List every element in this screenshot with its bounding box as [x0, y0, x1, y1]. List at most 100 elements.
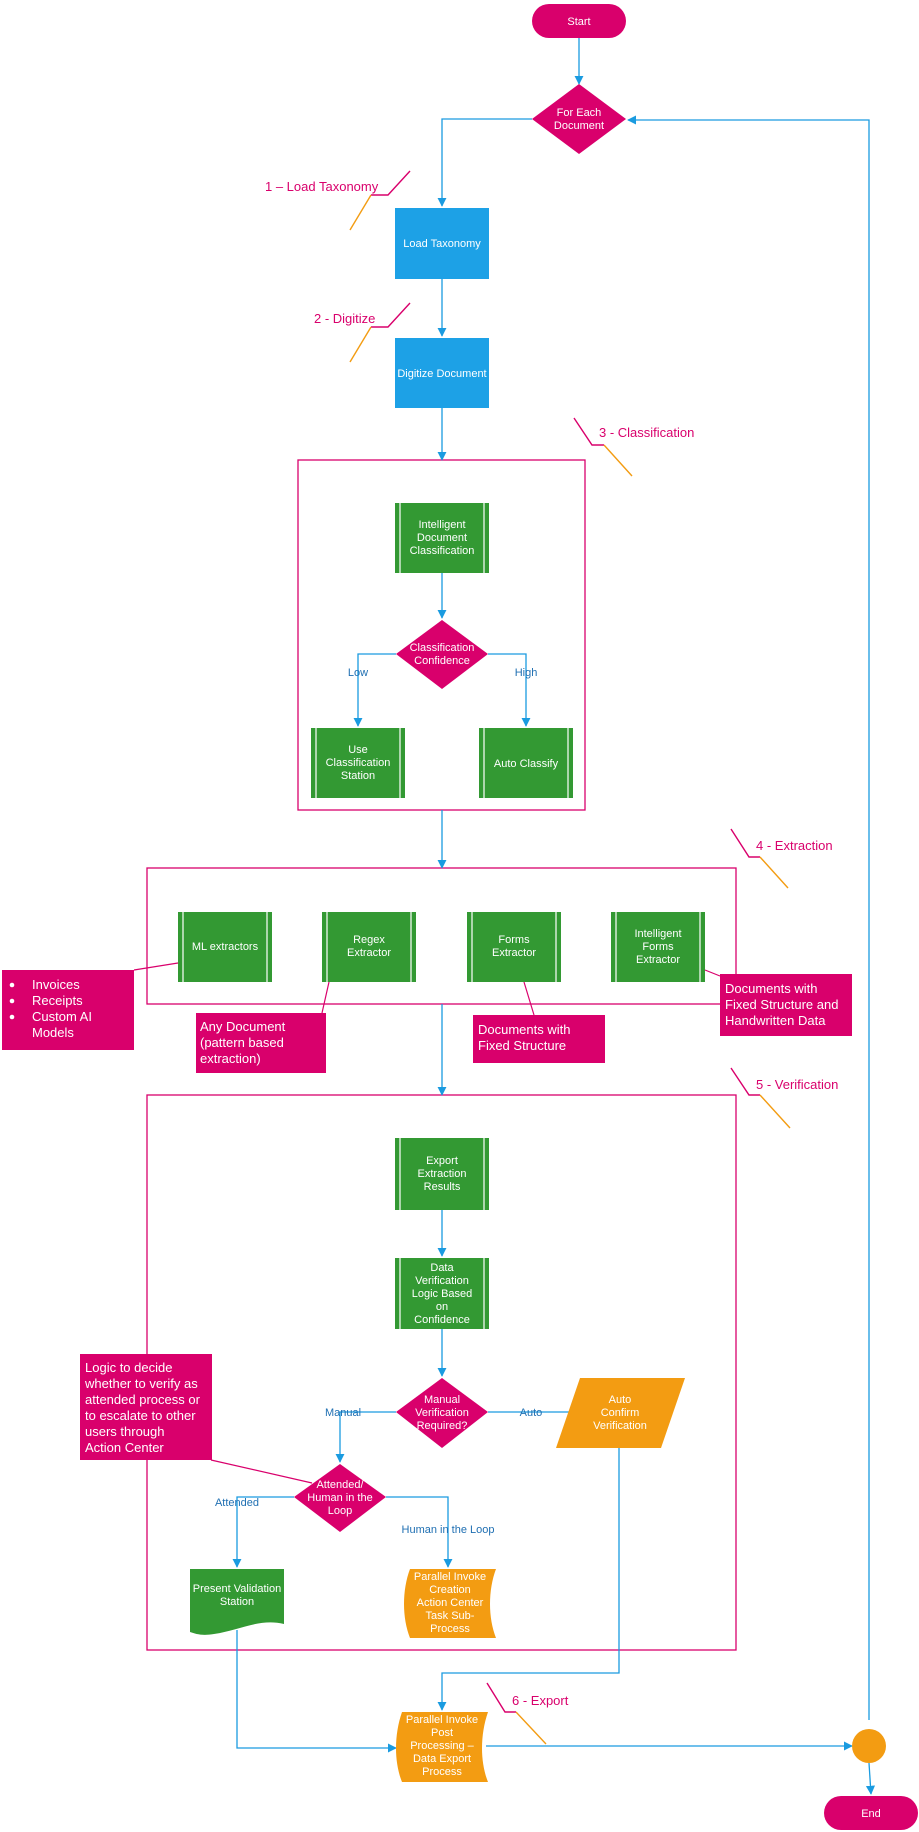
edge-label-auto: Auto	[520, 1407, 543, 1419]
attended-or-hitl-decision[interactable]: Attended/ Human in the Loop	[294, 1464, 386, 1532]
start-node[interactable]: Start	[532, 4, 626, 38]
logic-note-line-2: whether to verify as	[84, 1376, 198, 1391]
logic-note-line-6: Action Center	[85, 1440, 164, 1455]
creation-line-4: Task Sub-	[426, 1610, 475, 1622]
attended-q-line-1: Attended/	[316, 1479, 364, 1491]
intelligent-forms-extractor-node[interactable]: Intelligent Forms Extractor	[611, 912, 705, 982]
intelligent-forms-note: Documents with Fixed Structure and Handw…	[704, 969, 852, 1036]
verification-logic-note: Logic to decide whether to verify as att…	[80, 1354, 313, 1484]
manual-q-line-2: Verification	[415, 1407, 469, 1419]
post-line-5: Process	[422, 1766, 462, 1778]
step-callout-4: 4 - Extraction	[730, 828, 833, 889]
for-each-line-1: For Each	[557, 107, 602, 119]
auto-confirm-line-3: Verification	[593, 1420, 647, 1432]
attended-q-line-2: Human in the	[307, 1492, 372, 1504]
step-5-label: 5 - Verification	[756, 1077, 838, 1092]
use-station-line-3: Station	[341, 770, 375, 782]
edge-label-hitl: Human in the Loop	[402, 1524, 495, 1536]
step-callout-1: 1 – Load Taxonomy	[265, 170, 411, 231]
ml-note-item-2: Receipts	[32, 993, 83, 1008]
export-results-line-1: Export	[426, 1155, 458, 1167]
logic-note-line-1: Logic to decide	[85, 1360, 172, 1375]
regex-line-2: Extractor	[347, 947, 391, 959]
iforms-line-2: Forms	[642, 941, 674, 953]
use-classification-station-node[interactable]: Use Classification Station	[311, 728, 405, 798]
attended-q-line-3: Loop	[328, 1505, 352, 1517]
export-extraction-results-node[interactable]: Export Extraction Results	[395, 1138, 489, 1210]
regex-note-line-3: extraction)	[200, 1051, 261, 1066]
class-conf-line-1: Classification	[410, 642, 475, 654]
edge-label-low: Low	[348, 667, 368, 679]
for-each-line-2: Document	[554, 120, 604, 132]
parallel-invoke-creation-node[interactable]: Parallel Invoke Creation Action Center T…	[404, 1569, 496, 1638]
regex-line-1: Regex	[353, 934, 385, 946]
iforms-note-line-3: Handwritten Data	[725, 1013, 826, 1028]
intelligent-document-classification-node[interactable]: Intelligent Document Classification	[395, 503, 489, 573]
idc-line-2: Document	[417, 532, 467, 544]
dv-line-2: Verification	[415, 1275, 469, 1287]
idc-line-3: Classification	[410, 545, 475, 557]
digitize-label: Digitize Document	[397, 368, 486, 380]
parallel-invoke-post-processing-node[interactable]: Parallel Invoke Post Processing – Data E…	[396, 1712, 488, 1782]
auto-confirm-line-1: Auto	[609, 1394, 632, 1406]
forms-line-2: Extractor	[492, 947, 536, 959]
for-each-document-decision[interactable]: For Each Document	[532, 84, 626, 154]
load-taxonomy-node[interactable]: Load Taxonomy	[395, 208, 489, 279]
ml-note-item-1: Invoices	[32, 977, 80, 992]
edge-label-attended: Attended	[215, 1497, 259, 1509]
dv-line-1: Data	[430, 1262, 454, 1274]
step-callout-3: 3 - Classification	[573, 417, 694, 477]
regex-extractor-node[interactable]: Regex Extractor	[322, 912, 416, 982]
start-label: Start	[567, 16, 590, 28]
forms-note-line-2: Fixed Structure	[478, 1038, 566, 1053]
auto-confirm-line-2: Confirm	[601, 1407, 640, 1419]
auto-confirm-verification-node[interactable]: Auto Confirm Verification	[556, 1378, 685, 1448]
present-station-line-1: Present Validation	[193, 1583, 281, 1595]
post-line-2: Post	[431, 1727, 453, 1739]
step-3-label: 3 - Classification	[599, 425, 694, 440]
merge-connector[interactable]	[852, 1729, 886, 1763]
ml-extractors-note: Invoices Receipts Custom AI Models	[2, 962, 179, 1050]
forms-line-1: Forms	[498, 934, 530, 946]
end-label: End	[861, 1808, 881, 1820]
edges	[232, 38, 876, 1795]
step-callout-2: 2 - Digitize	[314, 302, 411, 363]
post-line-3: Processing –	[410, 1740, 474, 1752]
digitize-document-node[interactable]: Digitize Document	[395, 338, 489, 408]
auto-classify-node[interactable]: Auto Classify	[479, 728, 573, 798]
iforms-line-1: Intelligent	[634, 928, 681, 940]
end-node[interactable]: End	[824, 1796, 918, 1830]
forms-extractor-node[interactable]: Forms Extractor	[467, 912, 561, 982]
edge-label-high: High	[515, 667, 538, 679]
ml-extractors-node[interactable]: ML extractors	[178, 912, 272, 982]
use-station-line-1: Use	[348, 744, 368, 756]
classification-confidence-decision[interactable]: Classification Confidence	[396, 620, 488, 689]
step-callout-6: 6 - Export	[486, 1682, 569, 1745]
export-results-line-2: Extraction	[418, 1168, 467, 1180]
step-callout-5: 5 - Verification	[730, 1067, 838, 1129]
dv-line-3: Logic Based	[412, 1288, 473, 1300]
manual-q-line-1: Manual	[424, 1394, 460, 1406]
iforms-note-line-1: Documents with	[725, 981, 817, 996]
step-1-label: 1 – Load Taxonomy	[265, 179, 379, 194]
step-4-label: 4 - Extraction	[756, 838, 833, 853]
creation-line-2: Creation	[429, 1584, 471, 1596]
present-station-line-2: Station	[220, 1596, 254, 1608]
dv-line-5: Confidence	[414, 1314, 470, 1326]
data-verification-logic-node[interactable]: Data Verification Logic Based on Confide…	[395, 1258, 489, 1329]
export-results-line-3: Results	[424, 1181, 461, 1193]
logic-note-line-3: attended process or	[85, 1392, 201, 1407]
post-line-4: Data Export	[413, 1753, 471, 1765]
forms-extractor-note: Documents with Fixed Structure	[473, 981, 605, 1063]
idc-line-1: Intelligent	[418, 519, 465, 531]
dv-line-4: on	[436, 1301, 448, 1313]
ml-label: ML extractors	[192, 941, 259, 953]
use-station-line-2: Classification	[326, 757, 391, 769]
present-validation-station-node[interactable]: Present Validation Station	[190, 1569, 284, 1635]
edge-label-manual: Manual	[325, 1407, 361, 1419]
creation-line-1: Parallel Invoke	[414, 1571, 486, 1583]
manual-verification-decision[interactable]: Manual Verification Required?	[396, 1378, 488, 1448]
logic-note-line-4: to escalate to other	[85, 1408, 196, 1423]
forms-note-line-1: Documents with	[478, 1022, 570, 1037]
